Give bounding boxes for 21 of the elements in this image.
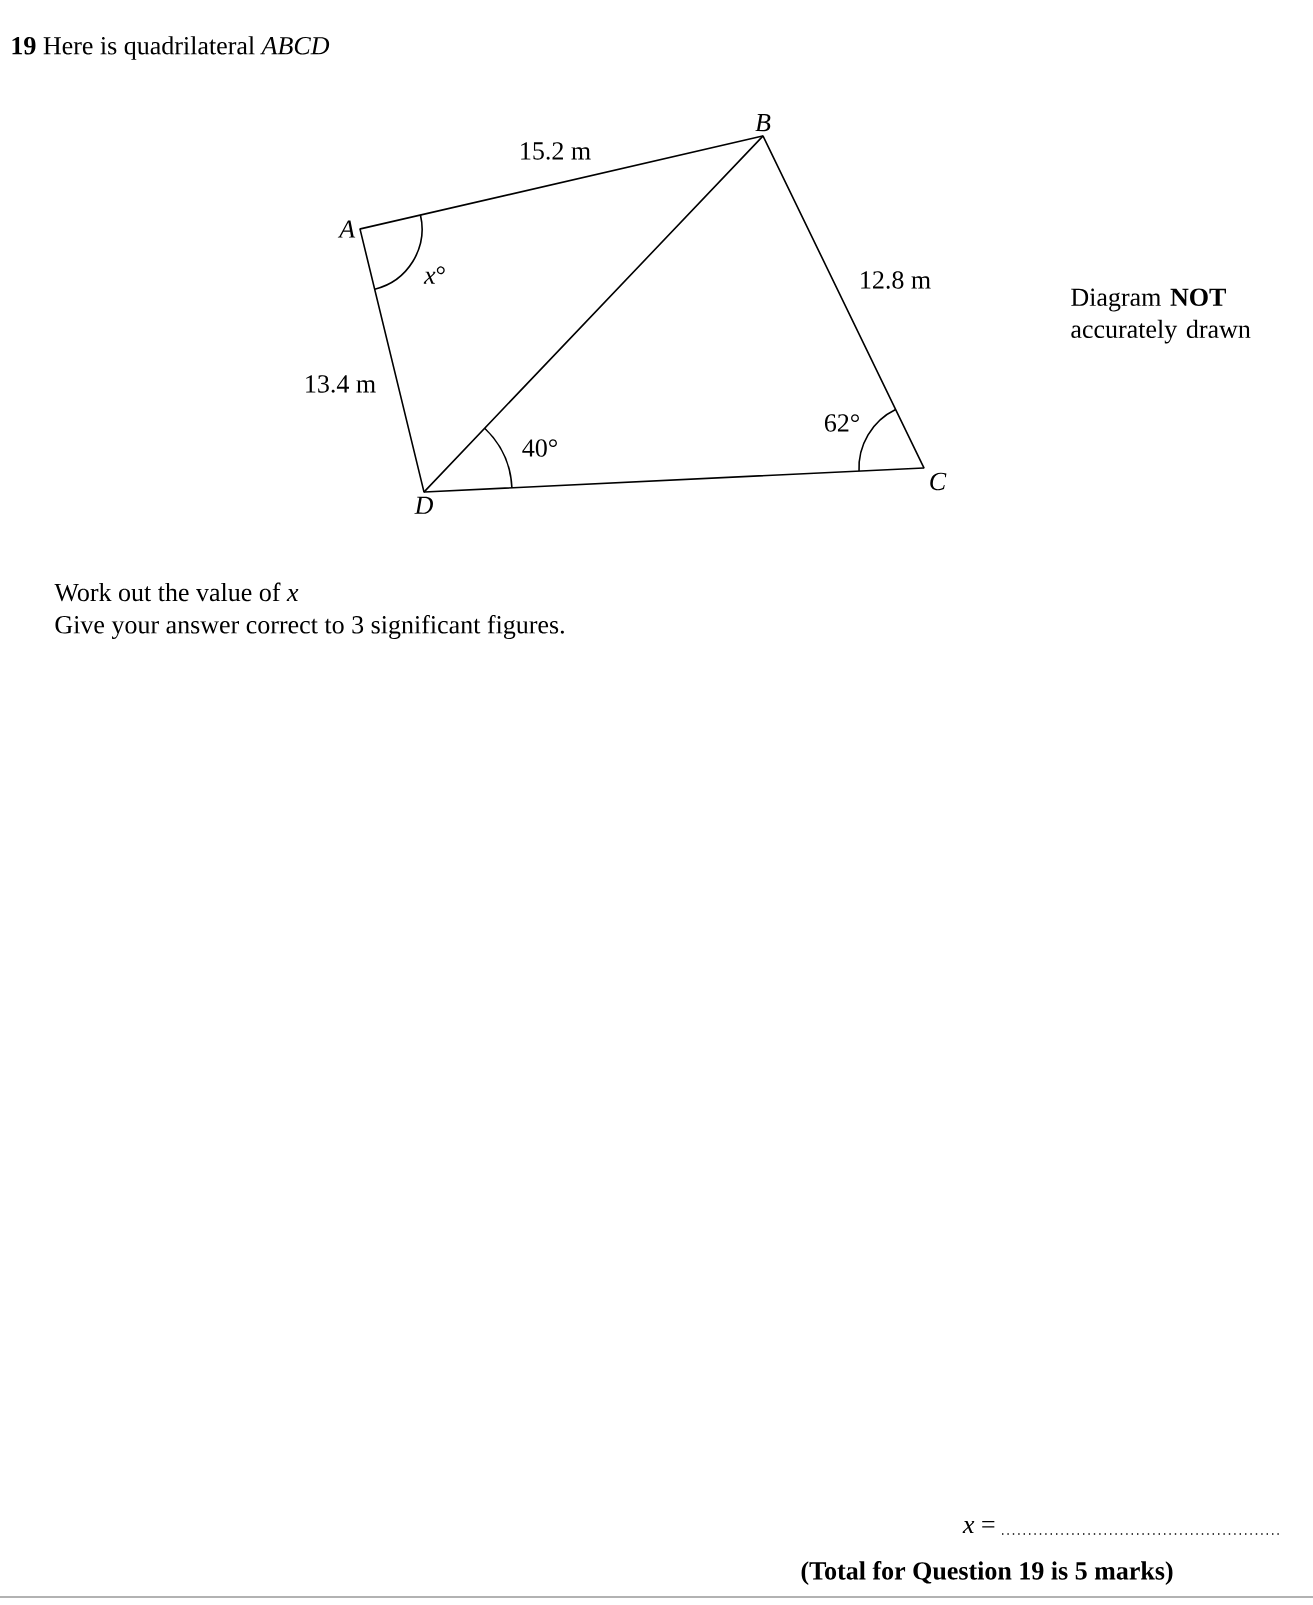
angle-label: 40° <box>522 439 557 457</box>
question-title: 19 Here is quadrilateral ABCD <box>12 36 330 60</box>
side-line <box>359 135 764 230</box>
side-line <box>762 135 925 469</box>
length-label: 12.8 m <box>861 271 931 289</box>
vertex-label: C <box>930 472 947 491</box>
side-line <box>423 135 764 493</box>
note-text: Diagram NOT accurately drawn <box>1071 288 1251 344</box>
angle-label: x° <box>423 266 445 284</box>
answer-label: x = <box>962 1521 995 1533</box>
side-line <box>423 467 925 493</box>
side-line <box>359 228 425 493</box>
instruction-text: Work out the value of x <box>54 582 299 602</box>
vertex-label: D <box>414 496 433 514</box>
marks-total: (Total for Question 19 is 5 marks) <box>801 1561 1173 1585</box>
vertex-label: B <box>755 114 771 132</box>
vertex-label: A <box>337 220 356 238</box>
angle-label: 62° <box>824 414 859 432</box>
instruction-text: Give your answer correct to 3 significant figures. <box>55 615 564 639</box>
length-label: 15.2 m <box>521 142 591 160</box>
length-label: 13.4 m <box>306 375 376 393</box>
